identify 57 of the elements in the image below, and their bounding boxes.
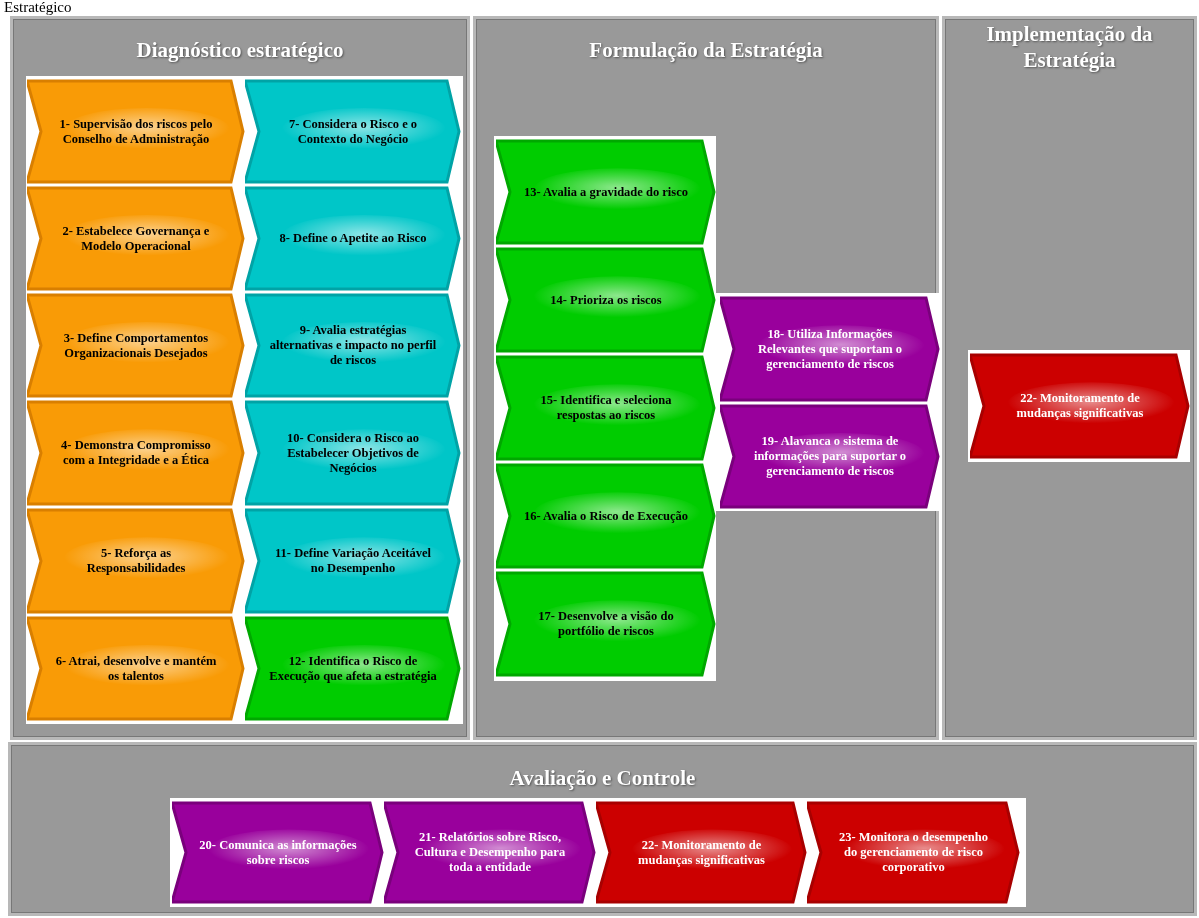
chevron-step	[245, 78, 461, 185]
step-text: 18- Utiliza Informações Relevantes que suportam o gerenciamento de riscos	[756, 326, 904, 372]
phase-heading: Implementação da Estratégia	[985, 21, 1154, 74]
chevron-step	[496, 246, 716, 354]
chevron-step	[496, 570, 716, 678]
chevron-step	[245, 507, 461, 615]
step-text: 10- Considera o Risco ao Estabelecer Objetivos de Negócios	[286, 430, 420, 476]
chevron-step	[27, 507, 245, 615]
chevron-step	[720, 403, 940, 510]
phase-heading: Formulação da Estratégia	[589, 37, 823, 64]
phase-panel	[10, 16, 470, 740]
chevron-step	[384, 800, 596, 905]
chevron-step	[496, 138, 716, 246]
step-text: 22- Monitoramento de mudanças significativas	[637, 837, 766, 868]
phase-heading: Diagnóstico estratégico	[136, 37, 344, 64]
phase-panel	[942, 16, 1197, 740]
phase-heading: Avaliação e Controle	[509, 765, 696, 792]
step-text: 13- Avalia a gravidade do risco	[524, 184, 688, 200]
chevron-step	[245, 399, 461, 507]
step-text: 2- Estabelece Governança e Modelo Operacional	[61, 223, 211, 254]
step-text: 19- Alavanca o sistema de informações para suportar o gerenciamento de riscos	[752, 434, 908, 479]
chevron-step	[596, 800, 807, 905]
step-text: 20- Comunica as informações sobre riscos	[198, 837, 358, 868]
step-text: 12- Identifica o Risco de Execução que afeta a estratégia	[269, 653, 437, 684]
chevron-step	[245, 185, 461, 292]
phase-panel	[473, 16, 939, 740]
chevron-step	[245, 615, 461, 722]
cut-off-title: Estratégico	[4, 0, 72, 15]
step-text: 7- Considera o Risco e o Contexto do Negócio	[287, 116, 419, 147]
step-text: 1- Supervisão dos riscos pelo Conselho de Administração	[58, 116, 214, 147]
step-text: 6- Atrai, desenvolve e mantém os talentos	[54, 653, 218, 684]
chevron-step	[720, 295, 940, 403]
chevron-step	[27, 78, 245, 185]
step-text: 23- Monitora o desempenho do gerenciamento de risco corporativo	[838, 830, 989, 875]
step-text: 11- Define Variação Aceitável no Desempenho	[274, 546, 432, 576]
step-text: 16- Avalia o Risco de Execução	[524, 508, 688, 524]
chevron-step	[27, 399, 245, 507]
step-text: 22- Monitoramento de mudanças significativas	[1015, 391, 1145, 421]
chevron-step	[172, 800, 384, 905]
chevron-step	[27, 615, 245, 722]
step-text: 9- Avalia estratégias alternativas e impacto no perfil de riscos	[269, 323, 437, 368]
chevron-step	[496, 354, 716, 462]
chevron-step	[27, 292, 245, 399]
chevron-step	[496, 462, 716, 570]
chevron-step	[807, 800, 1020, 905]
chevron-step	[245, 292, 461, 399]
step-text: 15- Identifica e seleciona respostas ao riscos	[539, 393, 673, 423]
chevron-step	[27, 185, 245, 292]
step-text: 21- Relatórios sobre Risco, Cultura e Desempenho para toda a entidade	[413, 830, 567, 875]
chevron-step	[970, 352, 1190, 460]
step-text: 14- Prioriza os riscos	[550, 292, 662, 308]
step-text: 4- Demonstra Compromisso com a Integridade e a Ética	[60, 438, 212, 468]
step-text: 8- Define o Apetite ao Risco	[279, 231, 427, 246]
step-text: 17- Desenvolve a visão do portfólio de riscos	[537, 609, 675, 639]
step-text: 3- Define Comportamentos Organizacionais Desejados	[62, 330, 210, 361]
phase-panel	[8, 742, 1197, 916]
step-text: 5- Reforça as Responsabilidades	[85, 546, 187, 576]
